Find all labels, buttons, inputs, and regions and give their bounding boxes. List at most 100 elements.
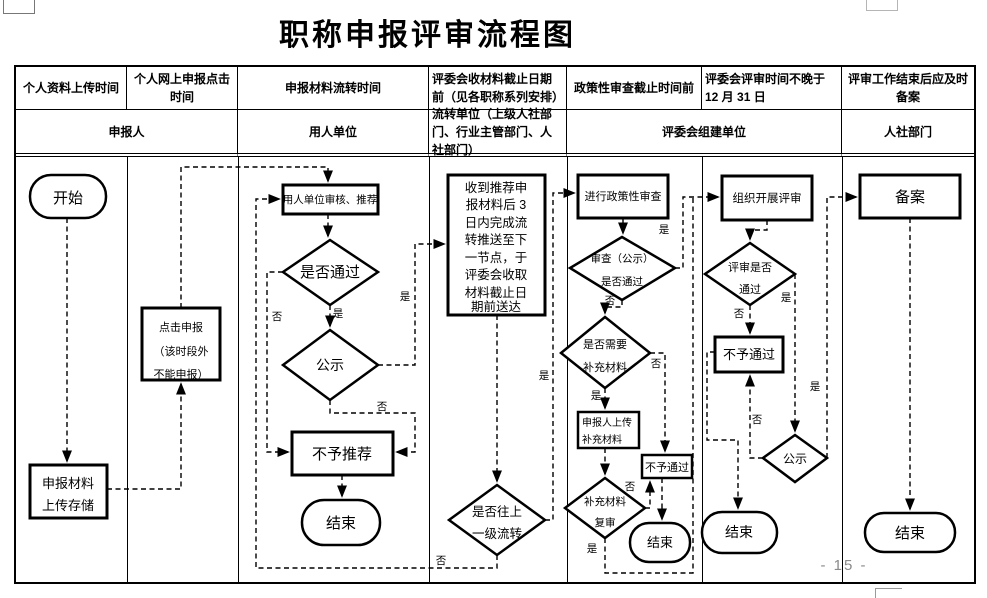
no-label: 否 — [436, 555, 447, 567]
no-label: 否 — [734, 308, 745, 320]
svg-text:申报材料: 申报材料 — [42, 476, 94, 491]
no-label: 否 — [272, 311, 283, 323]
end-node-filing: 结束 — [863, 511, 957, 554]
svg-text:结束: 结束 — [326, 515, 356, 532]
svg-text:收到推荐申: 收到推荐申 — [465, 181, 528, 195]
yes-label: 是 — [400, 291, 411, 303]
lane-divider — [842, 157, 843, 582]
header-col-filing: 评审工作结束后应及时备案 — [842, 67, 974, 110]
svg-text:点击申报: 点击申报 — [159, 320, 203, 334]
svg-text:评委会收取: 评委会收取 — [465, 268, 528, 282]
svg-text:结束: 结束 — [895, 525, 925, 542]
connector-supplement-review-no-to-reject — [644, 480, 656, 509]
no-label: 否 — [605, 295, 616, 307]
employer-review-node: 用人单位审核、推荐 — [281, 183, 380, 216]
lane-divider — [567, 157, 568, 582]
svg-text:通过: 通过 — [739, 283, 761, 296]
yes-label: 是 — [587, 543, 598, 555]
svg-text:期前送达: 期前送达 — [471, 299, 522, 314]
svg-text:结束: 结束 — [725, 524, 753, 540]
filing-node: 备案 — [858, 173, 962, 220]
end-node-employer: 结束 — [300, 498, 382, 547]
svg-text:备案: 备案 — [895, 188, 925, 206]
no-label: 否 — [625, 481, 636, 493]
connector-publicity2-yes-to-filing — [826, 191, 858, 458]
svg-text:是否通过: 是否通过 — [601, 275, 643, 288]
no-label: 否 — [377, 401, 388, 413]
svg-text:用人单位审核、推荐: 用人单位审核、推荐 — [283, 193, 378, 206]
supplement-review-decision: 补充材料 复审 — [562, 476, 648, 540]
lane-divider — [238, 157, 239, 582]
review-pass-decision: 评审是否 通过 — [702, 241, 798, 307]
svg-text:不能申报）: 不能申报） — [154, 367, 209, 381]
circulate-node: 收到推荐申 报材料后 3 日内完成流 转推送至下 一节点，于 评委会收取 材料截… — [446, 173, 547, 317]
yes-label: 是 — [539, 370, 550, 382]
role-employer: 用人单位 — [238, 110, 429, 157]
svg-text:不予推荐: 不予推荐 — [312, 446, 372, 463]
connector-publicity2-no-to-reject — [744, 374, 763, 459]
upload-materials-node: 申报材料 上传存储 — [28, 463, 109, 520]
connector-uplevel-no-feedback — [255, 193, 498, 569]
connector-need-supplement-no-to-reject — [650, 352, 671, 453]
connector-pass-no-to-no-recommend — [266, 271, 290, 458]
yes-label: 是 — [333, 308, 344, 320]
page-title: 职称申报评审流程图 — [279, 19, 576, 52]
svg-text:审查（公示）: 审查（公示） — [591, 252, 654, 265]
svg-text:（该时段外: （该时段外 — [154, 344, 209, 358]
header-col-committee-deadline: 评委会收材料截止日期前（见各职称系列安排） — [429, 67, 567, 110]
no-label: 否 — [752, 414, 763, 426]
organize-review-node: 组织开展评审 — [720, 174, 814, 222]
svg-text:报材料后 3: 报材料后 3 — [466, 197, 526, 212]
svg-text:转推送至下: 转推送至下 — [465, 232, 528, 247]
publicity-decision: 公示 — [280, 328, 381, 402]
svg-text:组织开展评审: 组织开展评审 — [733, 191, 802, 205]
lane-divider — [429, 157, 430, 582]
lane-divider — [127, 157, 128, 582]
yes-label: 是 — [659, 224, 670, 236]
page-edge-artifact-top-right — [866, 0, 898, 11]
header-col-circulate-time: 申报材料流转时间 — [238, 67, 429, 110]
header-col-policy-deadline: 政策性审查截止时间前 — [567, 67, 702, 110]
svg-text:上传存储: 上传存储 — [42, 498, 94, 513]
header-col-upload-time: 个人资料上传时间 — [16, 67, 127, 110]
connector-policy-pass-yes-to-organize — [675, 191, 720, 269]
policy-review-node: 进行政策性审查 — [576, 173, 670, 220]
svg-text:申报人上传: 申报人上传 — [582, 416, 632, 429]
role-hr-department: 人社部门 — [842, 110, 974, 157]
pass-decision: 是否通过 — [280, 238, 381, 307]
svg-text:是否需要: 是否需要 — [583, 338, 627, 351]
svg-text:不予通过: 不予通过 — [645, 461, 689, 474]
svg-text:一级流转: 一级流转 — [472, 526, 522, 541]
no-recommend-node: 不予推荐 — [290, 430, 395, 477]
connector-upload-to-click — [107, 382, 187, 490]
upload-supplement-node: 申报人上传 补充材料 — [576, 410, 641, 450]
click-apply-node: 点击申报 （该时段外 不能申报） — [140, 306, 222, 382]
connector-click-to-employer-review — [180, 166, 334, 308]
end-node-review: 结束 — [700, 510, 779, 555]
svg-text:不予通过: 不予通过 — [723, 347, 775, 362]
svg-text:公示: 公示 — [783, 452, 807, 466]
svg-text:公示: 公示 — [316, 357, 344, 373]
header-col-click-time: 个人网上申报点击时间 — [127, 67, 238, 110]
lane-divider — [702, 157, 703, 582]
swimlane-table: 个人资料上传时间 个人网上申报点击时间 申报材料流转时间 评委会收材料截止日期前… — [14, 65, 976, 584]
need-supplement-decision: 是否需要 补充材料 — [559, 315, 653, 390]
yes-label: 是 — [781, 292, 792, 304]
page-number: - 15 - — [820, 557, 868, 574]
svg-text:是否通过: 是否通过 — [300, 264, 360, 281]
role-circulate-unit: 流转单位（上级人社部门、行业主管部门、人社部门） — [429, 107, 567, 157]
page-edge-artifact-bottom — [875, 588, 902, 598]
no-label: 否 — [651, 358, 662, 370]
start-node: 开始 — [28, 173, 108, 220]
up-level-decision: 是否往上 一级流转 — [446, 483, 548, 557]
svg-text:结束: 结束 — [647, 535, 673, 550]
yes-label: 是 — [810, 381, 821, 393]
end-node-policy: 结束 — [628, 521, 692, 564]
connector-reject-to-end-review — [706, 351, 744, 510]
svg-text:补充材料: 补充材料 — [582, 433, 622, 446]
svg-text:评审是否: 评审是否 — [728, 260, 772, 274]
policy-pass-decision: 审查（公示） 是否通过 — [567, 235, 678, 302]
svg-text:补充材料: 补充材料 — [583, 360, 627, 374]
svg-text:进行政策性审查: 进行政策性审查 — [585, 189, 662, 203]
